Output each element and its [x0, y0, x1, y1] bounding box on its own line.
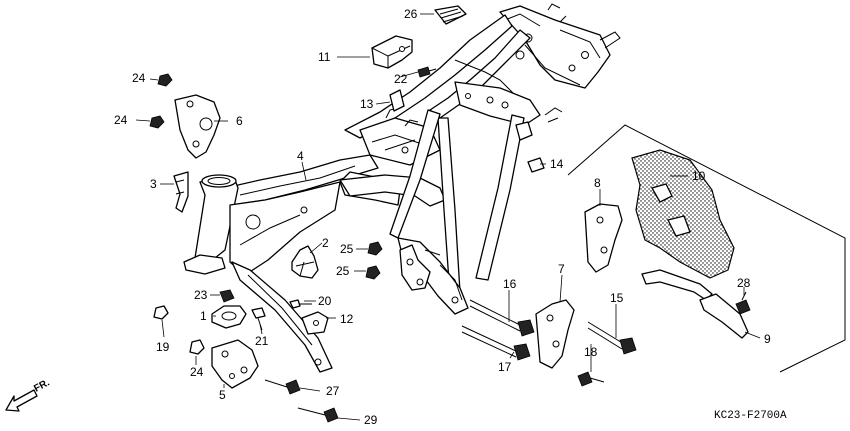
direction-label: FR. — [32, 377, 52, 394]
part-20-bolt — [289, 299, 312, 309]
callout-25b: 25 — [336, 264, 350, 278]
part-22-bolt — [417, 66, 437, 78]
part-14-label — [527, 157, 545, 173]
part-18-bolt — [577, 371, 605, 387]
part-3-clip — [173, 171, 189, 213]
callout-boundary — [567, 124, 846, 373]
part-9-stay — [641, 269, 749, 339]
callout-18: 18 — [584, 345, 598, 359]
part-21-bolt — [251, 307, 266, 331]
part-27-bolt — [264, 379, 301, 395]
callout-21: 21 — [255, 334, 269, 348]
callout-8: 8 — [594, 176, 601, 190]
callout-22: 22 — [394, 72, 408, 86]
front-arrow-icon — [5, 389, 38, 412]
part-16-bolt — [469, 299, 535, 337]
callout-12: 12 — [340, 312, 354, 326]
callout-5: 5 — [219, 388, 226, 402]
callout-9: 9 — [764, 332, 771, 346]
callout-27: 27 — [326, 384, 340, 398]
callout-labels: 1 2 3 4 5 6 7 8 9 10 11 12 13 14 15 16 1… — [114, 7, 771, 427]
part-7-bracket — [535, 299, 575, 369]
diagram-code: KC23-F2700A — [714, 410, 787, 422]
callout-17: 17 — [498, 360, 512, 374]
part-11-bracket — [371, 35, 413, 69]
callout-24c: 24 — [190, 365, 204, 379]
part-29-bolt — [297, 407, 339, 423]
part-25-nuts — [365, 241, 383, 280]
callout-28: 28 — [737, 276, 751, 290]
part-8-plate — [584, 203, 623, 273]
callout-24b: 24 — [114, 113, 128, 127]
callout-1: 1 — [200, 309, 207, 323]
callout-26: 26 — [404, 7, 418, 21]
callout-19: 19 — [156, 340, 170, 354]
part-15-bolt — [587, 321, 637, 355]
callout-24a: 24 — [132, 71, 146, 85]
callout-6: 6 — [236, 114, 243, 128]
callout-7: 7 — [558, 262, 565, 276]
callout-25a: 25 — [340, 242, 354, 256]
callout-13: 13 — [360, 97, 374, 111]
direction-indicator: FR. — [5, 377, 52, 412]
part-17-bolt — [461, 325, 531, 361]
main-frame — [183, 3, 621, 373]
callout-29: 29 — [364, 413, 378, 427]
part-10-plate — [631, 149, 735, 279]
callout-14: 14 — [550, 157, 564, 171]
part-2-clamp — [291, 245, 319, 279]
part-26-pad — [434, 5, 467, 25]
callout-15: 15 — [610, 291, 624, 305]
part-28-bolt — [735, 291, 751, 315]
callout-4: 4 — [297, 149, 304, 163]
part-5-hanger — [211, 339, 259, 389]
part-24-nuts — [149, 73, 205, 355]
leader-lines — [135, 13, 761, 421]
callout-10: 10 — [692, 169, 706, 183]
callout-3: 3 — [150, 177, 157, 191]
callout-11: 11 — [318, 50, 331, 64]
callout-23: 23 — [194, 288, 208, 302]
callout-16: 16 — [503, 277, 517, 291]
part-12-bracket — [301, 311, 329, 335]
part-1-clamp — [211, 289, 247, 329]
callout-2: 2 — [322, 236, 329, 250]
callout-20: 20 — [318, 294, 332, 308]
part-19-nut — [153, 305, 169, 320]
part-6-plate — [174, 94, 221, 159]
part-13-label — [389, 89, 405, 112]
